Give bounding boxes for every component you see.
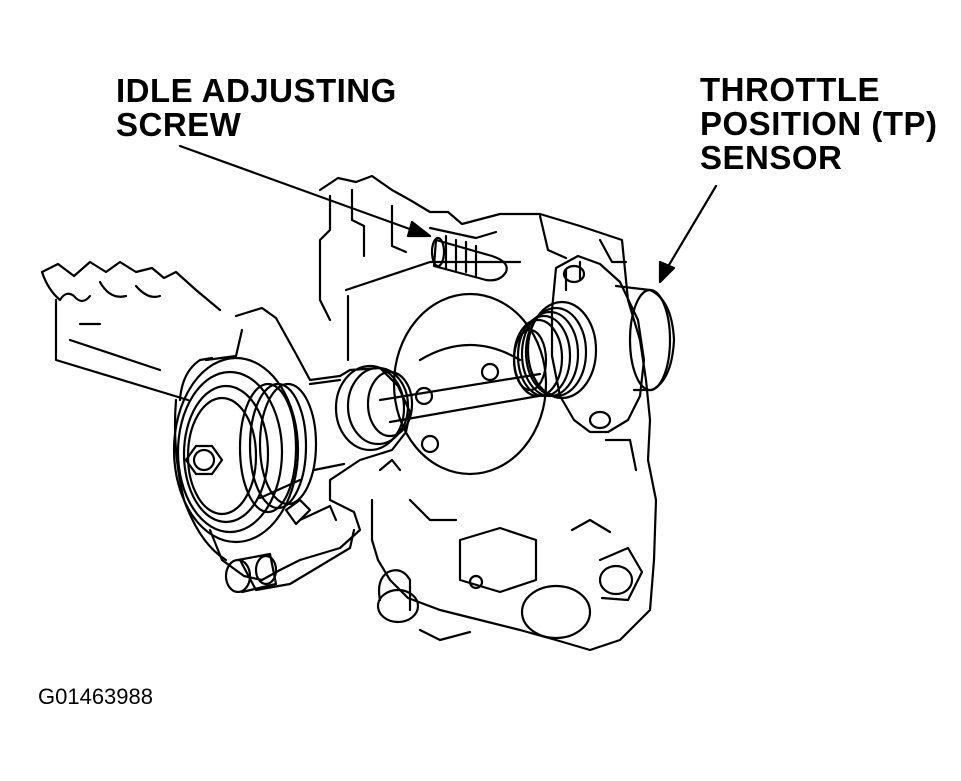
tp-sensor-assembly	[512, 254, 676, 434]
throttle-valve-disc	[392, 292, 548, 476]
tp-sensor-leader-line	[658, 184, 718, 284]
idle-label-line-2: SCREW	[116, 106, 242, 143]
throttle-body-housing	[318, 174, 658, 652]
idle-screw-leader-line	[178, 144, 432, 238]
figure-id: G01463988	[38, 684, 153, 709]
idle-adjusting-screw-label: IDLE ADJUSTING SCREW	[116, 74, 397, 142]
tp-label-line-2: POSITION (TP)	[700, 105, 938, 142]
cable-bracket	[40, 260, 222, 402]
throttle-drum-assembly	[172, 306, 414, 594]
idle-adjusting-screw	[430, 234, 508, 282]
idle-label-line-1: IDLE ADJUSTING	[116, 72, 397, 109]
tp-label-line-3: SENSOR	[700, 139, 843, 176]
throttle-position-sensor-label: THROTTLE POSITION (TP) SENSOR	[700, 73, 938, 175]
tp-label-line-1: THROTTLE	[700, 71, 880, 108]
